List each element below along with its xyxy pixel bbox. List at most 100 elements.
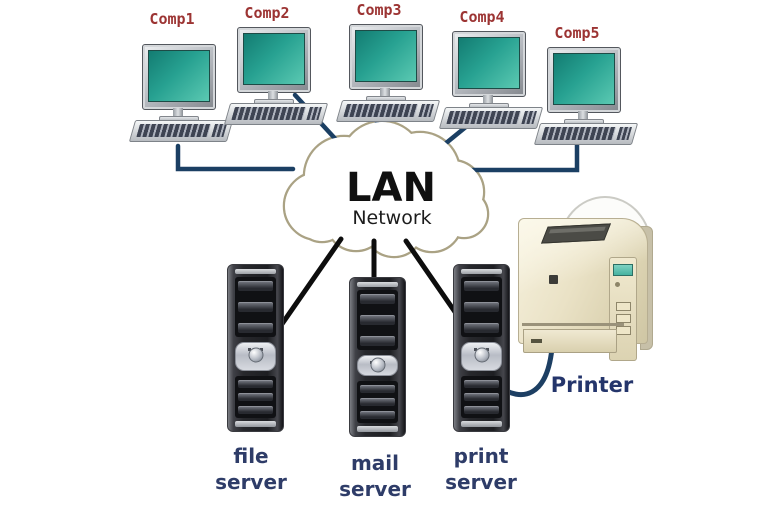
power-button-icon bbox=[370, 357, 385, 373]
print-server-icon bbox=[453, 264, 510, 432]
vent-slot bbox=[238, 380, 273, 388]
vent-slot bbox=[464, 393, 499, 401]
printer-lcd bbox=[613, 264, 633, 276]
keyboard-keys bbox=[541, 127, 617, 140]
vent-slot bbox=[238, 393, 273, 401]
keyboard-icon bbox=[438, 107, 544, 129]
monitor-screen bbox=[553, 53, 615, 105]
printer-icon bbox=[516, 196, 656, 366]
server-base bbox=[235, 421, 276, 427]
monitor-stand-neck bbox=[173, 108, 183, 117]
mail-server-label-line2: server bbox=[339, 477, 411, 501]
file-server-label: file server bbox=[196, 443, 306, 495]
server-drive-bays bbox=[235, 277, 276, 337]
drive-bay-slot bbox=[238, 302, 273, 312]
keyboard-keypad bbox=[521, 111, 538, 124]
printer-tray-groove bbox=[522, 323, 624, 326]
computer-label: Comp2 bbox=[244, 4, 290, 22]
printer-panel-button bbox=[616, 326, 631, 335]
mail-server-label: mail server bbox=[320, 450, 430, 502]
printer-output-slot bbox=[540, 223, 612, 244]
drive-bay-slot bbox=[360, 315, 395, 325]
printer-paper-tray bbox=[523, 329, 617, 353]
vent-slot bbox=[238, 406, 273, 414]
vent-slot bbox=[464, 380, 499, 388]
server-cap bbox=[461, 269, 502, 274]
monitor-stand-neck bbox=[578, 111, 588, 120]
keyboard-keys bbox=[446, 111, 522, 124]
lan-title: LAN bbox=[346, 165, 436, 211]
drive-bay-slot bbox=[360, 294, 395, 304]
monitor-stand-neck bbox=[380, 88, 390, 97]
server-base bbox=[461, 421, 502, 427]
file-server-label-line1: file bbox=[233, 444, 269, 468]
printer-body bbox=[518, 218, 648, 361]
monitor-screen bbox=[148, 50, 210, 102]
monitor-screen bbox=[243, 33, 305, 85]
computer-label: Comp5 bbox=[554, 24, 600, 42]
vent-slot bbox=[360, 398, 395, 406]
server-vents bbox=[235, 376, 276, 418]
printer-panel-button bbox=[616, 314, 631, 323]
server-drive-bays bbox=[357, 290, 398, 350]
print-server-label-line2: server bbox=[445, 470, 517, 494]
keyboard-keys bbox=[136, 124, 212, 137]
computer-label: Comp3 bbox=[356, 1, 402, 19]
monitor-icon bbox=[547, 47, 621, 113]
printer-label: Printer bbox=[550, 373, 634, 397]
file-server-icon bbox=[227, 264, 284, 432]
cloud-fill bbox=[285, 122, 487, 256]
keyboard-icon bbox=[223, 103, 329, 125]
monitor-icon bbox=[142, 44, 216, 110]
keyboard-icon bbox=[335, 100, 441, 122]
mail-server-icon bbox=[349, 277, 406, 437]
server-front-panel bbox=[461, 342, 502, 371]
monitor-screen bbox=[355, 30, 417, 82]
server-vents bbox=[461, 376, 502, 418]
monitor-icon bbox=[237, 27, 311, 93]
printer-panel-button bbox=[616, 302, 631, 311]
vent-slot bbox=[464, 406, 499, 414]
vent-slot bbox=[360, 385, 395, 393]
monitor-stand-neck bbox=[268, 91, 278, 100]
server-front-panel bbox=[357, 355, 398, 376]
drive-bay-slot bbox=[360, 336, 395, 346]
mail-server-label-line1: mail bbox=[350, 451, 400, 475]
print-server-label-line1: print bbox=[453, 444, 509, 468]
computer-label: Comp1 bbox=[149, 10, 195, 28]
server-vents bbox=[357, 381, 398, 423]
drive-bay-slot bbox=[238, 281, 273, 291]
power-button-icon bbox=[474, 347, 489, 363]
drive-bay-slot bbox=[464, 302, 499, 312]
print-server-label: print server bbox=[426, 443, 536, 495]
keyboard-keys bbox=[343, 104, 419, 117]
drive-bay-slot bbox=[238, 323, 273, 333]
server-base bbox=[357, 426, 398, 432]
drive-bay-slot bbox=[464, 323, 499, 333]
keyboard-keypad bbox=[306, 107, 323, 120]
computer-label: Comp4 bbox=[459, 8, 505, 26]
server-drive-bays bbox=[461, 277, 502, 337]
vent-slot bbox=[360, 411, 395, 419]
server-cap bbox=[235, 269, 276, 274]
monitor-screen bbox=[458, 37, 520, 89]
lan-subtitle: Network bbox=[352, 207, 431, 229]
server-cap bbox=[357, 282, 398, 287]
keyboard-icon bbox=[533, 123, 639, 145]
cable-comp1 bbox=[175, 143, 296, 172]
keyboard-keypad bbox=[616, 127, 633, 140]
file-server-label-line2: server bbox=[215, 470, 287, 494]
monitor-icon bbox=[349, 24, 423, 90]
printer-round-button bbox=[615, 282, 620, 287]
power-button-icon bbox=[248, 347, 263, 363]
monitor-icon bbox=[452, 31, 526, 97]
keyboard-keypad bbox=[418, 104, 435, 117]
monitor-stand-neck bbox=[483, 95, 493, 104]
keyboard-keypad bbox=[211, 124, 228, 137]
server-front-panel bbox=[235, 342, 276, 371]
cable-comp5 bbox=[467, 142, 580, 173]
printer-logo-button bbox=[549, 275, 558, 284]
keyboard-icon bbox=[128, 120, 234, 142]
